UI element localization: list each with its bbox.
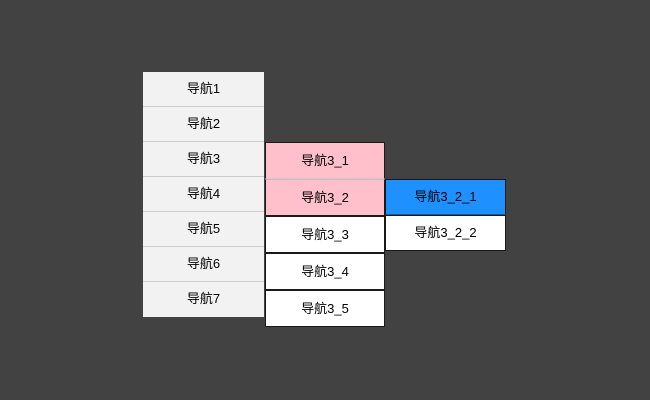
nav-item-6[interactable]: 导航6 <box>143 247 264 282</box>
nav-submenu-level2: 导航3_1 导航3_2 导航3_3 导航3_4 导航3_5 <box>265 142 385 327</box>
submenu-item-3-5[interactable]: 导航3_5 <box>265 290 385 327</box>
submenu-item-3-2-2[interactable]: 导航3_2_2 <box>385 215 506 251</box>
submenu-item-3-2-1[interactable]: 导航3_2_1 <box>385 179 506 215</box>
nav-menu-level1: 导航1 导航2 导航3 导航4 导航5 导航6 导航7 <box>143 72 264 317</box>
nav-item-7[interactable]: 导航7 <box>143 282 264 317</box>
nav-submenu-level3: 导航3_2_1 导航3_2_2 <box>385 179 506 251</box>
nav-item-2[interactable]: 导航2 <box>143 107 264 142</box>
submenu-item-3-4[interactable]: 导航3_4 <box>265 253 385 290</box>
nav-item-1[interactable]: 导航1 <box>143 72 264 107</box>
submenu-item-3-1[interactable]: 导航3_1 <box>265 142 385 179</box>
submenu-item-3-3[interactable]: 导航3_3 <box>265 216 385 253</box>
submenu-item-3-2[interactable]: 导航3_2 <box>265 179 385 216</box>
nav-item-3[interactable]: 导航3 <box>143 142 264 177</box>
nav-item-4[interactable]: 导航4 <box>143 177 264 212</box>
nav-item-5[interactable]: 导航5 <box>143 212 264 247</box>
